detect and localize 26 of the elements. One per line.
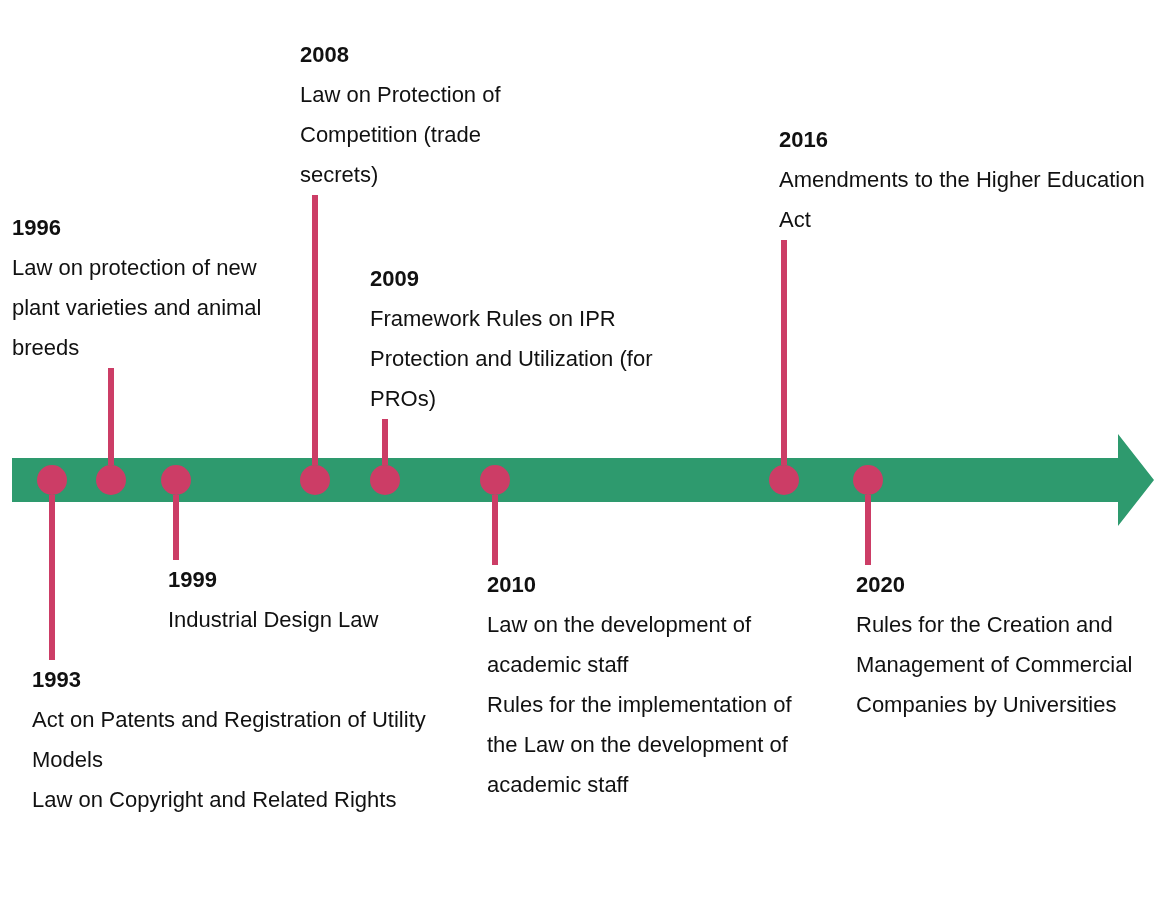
event-text: Law on Protection of Competition (trade secrets) (300, 81, 502, 189)
event-text: Law on Copyright and Related Rights (32, 786, 398, 814)
event-text: Rules for the Creation and Management of Commercial Companies by Universities (856, 611, 1134, 719)
year-label: 2016 (779, 126, 829, 154)
leader-line (865, 495, 871, 565)
leader-line (49, 495, 55, 660)
year-label: 1993 (32, 666, 82, 694)
event-text: Law on protection of new plant varieties and animal breeds (12, 254, 263, 362)
year-label: 2010 (487, 571, 537, 599)
leader-line (492, 495, 498, 565)
event-text: Act on Patents and Registration of Utility Models (32, 706, 427, 774)
event-text: Framework Rules on IPR Protection and Utilization (for PROs) (370, 305, 654, 413)
year-label: 2008 (300, 41, 350, 69)
event-text: Rules for the implementation of the Law on the development of academic staff (487, 691, 793, 799)
leader-line (312, 195, 318, 465)
leader-line (173, 495, 179, 560)
year-label: 1996 (12, 214, 62, 242)
year-label: 1999 (168, 566, 218, 594)
leader-line (382, 419, 388, 465)
year-label: 2020 (856, 571, 906, 599)
event-text: Industrial Design Law (168, 606, 380, 634)
year-label: 2009 (370, 265, 420, 293)
event-text: Amendments to the Higher Education Act (779, 166, 1146, 234)
event-text: Law on the development of academic staff (487, 611, 753, 679)
leader-line (108, 368, 114, 465)
leader-line (781, 240, 787, 465)
